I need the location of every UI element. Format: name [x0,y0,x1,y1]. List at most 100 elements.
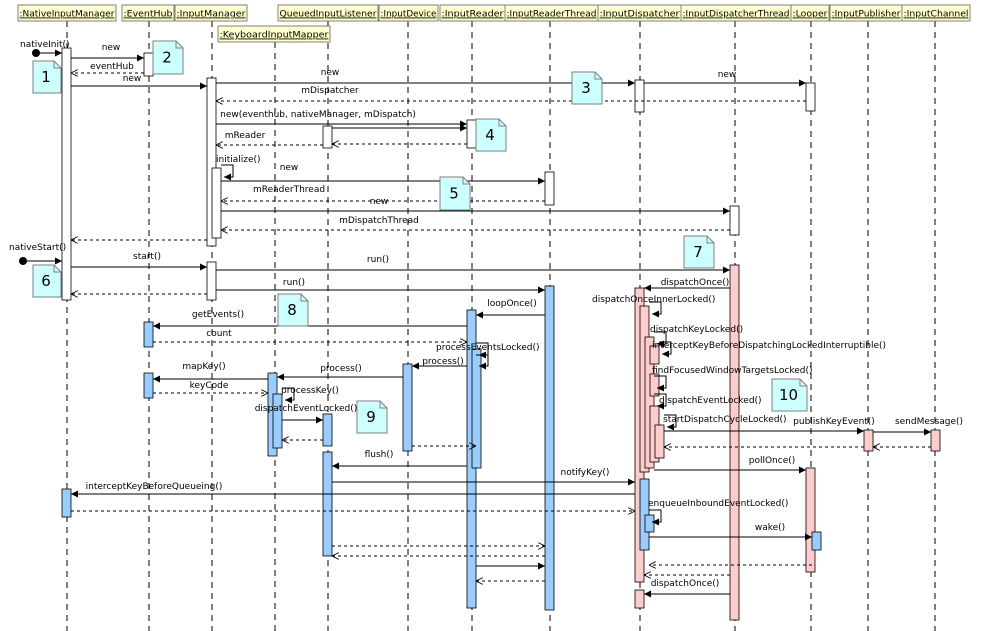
participant-header-inputdevice: :InputDevice [378,4,439,22]
found-message-label: nativeStart() [9,243,66,253]
message-11: mReaderThread [221,185,545,201]
self-call-3: dispatchKeyLocked() [650,325,743,348]
participant-header-eventhub: :EventHub [121,4,175,22]
self-call-label: findFocusedWindowTargetsLocked() [652,366,813,376]
message-label: start() [133,252,161,262]
note-number: 2 [162,49,172,67]
message-label: mReaderThread [253,185,325,195]
participant-header-queuedinputlistener: QueuedInputListener [277,4,379,22]
svg-text::InputChannel: :InputChannel [904,10,969,20]
self-call-6: dispatchEventLocked() [654,393,762,410]
activation-bar-7 [544,171,555,206]
message-label: eventHub [90,62,134,72]
note-4: 4 [475,118,507,152]
message-46: dispatchOnce() [644,579,730,598]
message-label: new [370,197,389,207]
message-25: mapKey() [153,362,268,383]
message-label: new [102,43,121,53]
note-1: 1 [32,60,62,94]
activation-bar-20 [930,429,941,452]
message-label: count [206,329,232,339]
note-9: 9 [356,400,388,434]
activation-bar-8 [634,79,645,113]
message-0: new [71,43,144,62]
self-call-8: dispatchOnceInnerLocked() [592,295,715,318]
message-label: mReader [225,131,266,141]
note-number: 1 [41,68,51,86]
note-number: 3 [581,79,591,97]
message-1: eventHub [71,62,144,73]
message-label: sendMessage() [895,417,963,427]
self-call-10 [476,354,489,370]
self-call-label: initialize() [216,155,261,165]
svg-text::Looper: :Looper [793,10,828,20]
activation-bar-30 [272,393,283,449]
activation-bar-0 [61,47,72,301]
message-label: process() [422,357,464,367]
activation-bar-25 [471,348,482,469]
participant-header-keyboardinputmapper: :KeyboardInputMapper [217,25,331,43]
message-label: new [718,70,737,80]
activation-bar-32 [322,451,333,557]
activation-bar-14 [644,336,655,469]
message-label: interceptKeyBeforeQueueing() [86,482,223,492]
svg-text::InputDispatcher: :InputDispatcher [600,10,681,20]
message-label: new [123,74,142,84]
message-21: getEvents() [153,310,467,330]
message-label: new(eventhub, nativeManager, mDispatch) [220,110,416,120]
note-number: 8 [287,301,297,319]
participant-header-inputdispatcher: :InputDispatcher [597,4,682,22]
self-call-9: enqueueInboundEventLocked() [648,499,788,526]
note-10: 10 [771,378,808,412]
message-3: new [216,68,635,87]
message-label: mDispatcher [301,86,359,96]
message-label: dispatchOnce() [651,579,720,589]
activation-bar-21 [805,467,816,573]
self-call-label: dispatchKeyLocked() [650,325,743,335]
self-call-label: interceptKeyBeforeDispatchingLockedInter… [652,341,886,351]
svg-text::InputReaderThread: :InputReaderThread [507,10,597,20]
note-6: 6 [32,264,62,298]
message-label: mDispatchThread [339,216,419,226]
message-26: keyCode [153,381,268,393]
self-call-4: interceptKeyBeforeDispatchingLockedInter… [652,341,886,358]
participant-header-inputdispatcherthread: :InputDispatcherThread [680,4,792,22]
activation-bar-34 [639,478,650,551]
message-12: new [221,197,730,215]
participant-header-inputreaderthread: :InputReaderThread [504,4,599,22]
activation-bar-22 [634,589,645,609]
svg-text::InputDevice: :InputDevice [381,10,437,20]
activation-bar-26 [402,363,413,452]
message-15: start() [71,252,207,271]
activation-bar-16 [649,373,660,397]
message-label: keyCode [190,381,229,391]
message-label: dispatchEventLocked() [255,404,358,414]
note-number: 5 [449,185,459,203]
svg-text::KeyboardInputMapper: :KeyboardInputMapper [220,31,330,41]
participant-header-inputpublisher: :InputPublisher [829,4,903,22]
svg-text::NativeInputManager: :NativeInputManager [20,10,115,20]
message-39: wake() [649,523,812,541]
activation-bar-4 [206,261,217,301]
svg-text::InputPublisher: :InputPublisher [832,10,901,20]
participant-header-inputmanager: :InputManager [174,4,248,22]
message-31: notifyKey() [332,468,635,486]
message-9: mReader [216,131,323,145]
message-27: dispatchEventLocked() [255,404,358,424]
message-22: count [153,329,467,342]
message-10: new [221,163,545,185]
message-13: mDispatchThread [221,216,730,230]
message-label: run() [367,255,389,265]
message-17: run() [216,278,545,294]
note-number: 4 [485,126,495,144]
message-6: new(eventhub, nativeManager, mDispatch) [216,110,467,128]
activation-bar-10 [729,205,740,236]
note-7: 7 [683,235,715,269]
self-call-label: dispatchOnceInnerLocked() [592,295,715,305]
activation-bar-36 [811,531,822,551]
self-call-label: dispatchEventLocked() [659,396,762,406]
activation-bar-19 [863,429,874,452]
activation-bar-1 [143,52,154,77]
message-2: new [71,74,207,90]
